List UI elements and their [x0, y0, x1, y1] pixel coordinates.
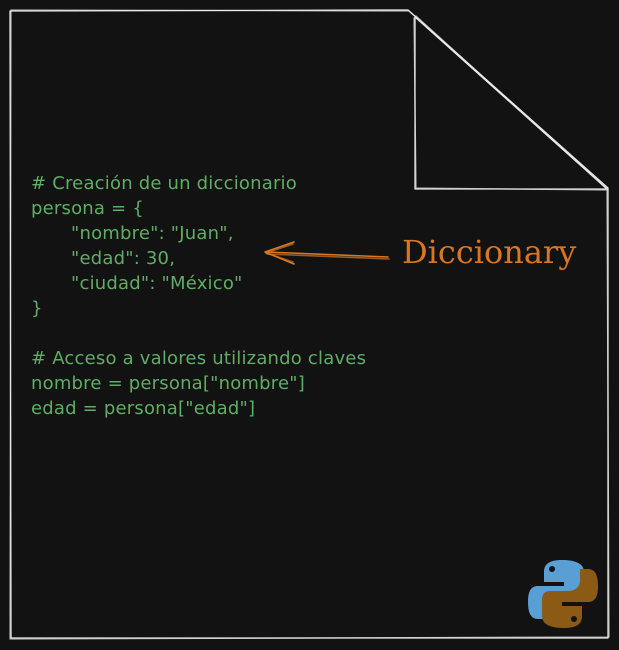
folded-corner: [413, 15, 608, 191]
paper-outline: [9, 9, 610, 640]
code-line-dict-close: }: [31, 298, 43, 319]
annotation-label: Diccionary: [402, 233, 577, 271]
code-line-edad-access: edad = persona["edad"]: [31, 398, 256, 419]
code-comment-creation: # Creación de un diccionario: [31, 173, 297, 194]
code-line-edad: "edad": 30,: [71, 248, 176, 269]
code-line-ciudad: "ciudad": "México": [71, 273, 243, 294]
code-line-dict-open: persona = {: [31, 198, 144, 219]
arrow-icon: [264, 241, 390, 265]
code-comment-access: # Acceso a valores utilizando claves: [31, 348, 367, 369]
python-logo-icon: [528, 560, 598, 628]
code-line-nombre: "nombre": "Juan",: [71, 223, 234, 244]
code-line-nombre-access: nombre = persona["nombre"]: [31, 373, 305, 394]
